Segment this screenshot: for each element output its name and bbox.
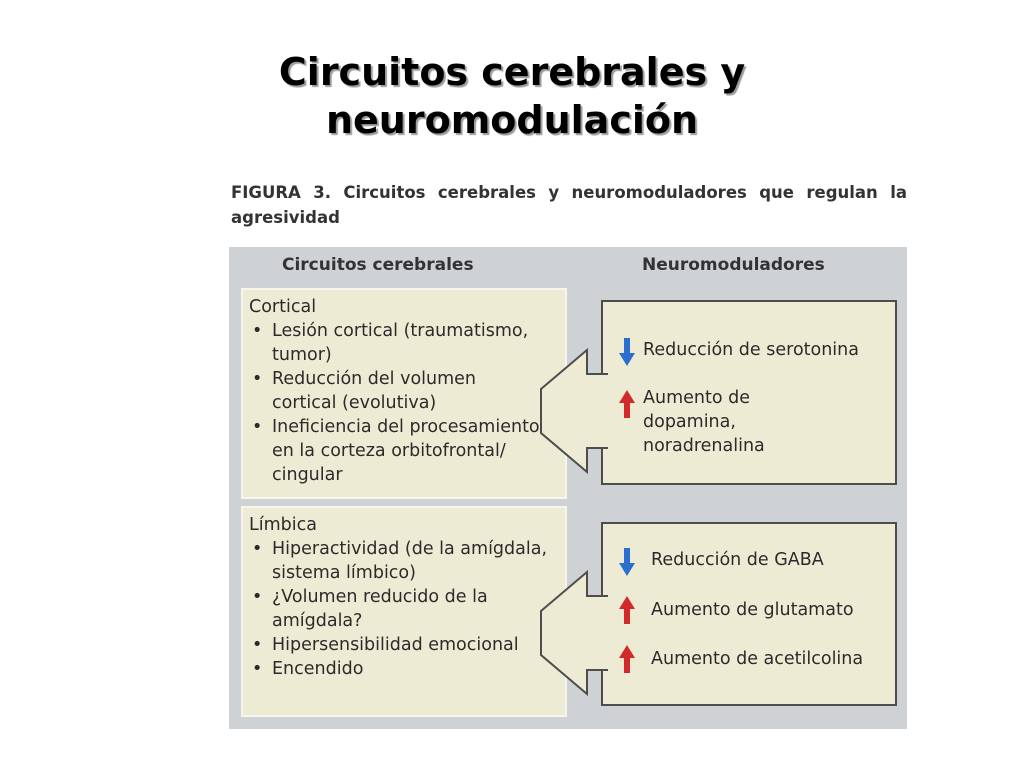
bullet-item: Lesión cortical (traumatismo, tumor) bbox=[249, 319, 542, 367]
arrow-down-icon bbox=[619, 338, 635, 366]
arrow-up-icon bbox=[619, 645, 635, 673]
bullet-item: Hiperactividad (de la amígdala, sistema … bbox=[249, 537, 572, 585]
arrow-up-icon bbox=[619, 596, 635, 624]
modulator-text: Aumento de dopamina, noradrenalina bbox=[643, 388, 765, 456]
modulator-text: Reducción de serotonina bbox=[643, 340, 859, 360]
modulator-text: Aumento de glutamato bbox=[651, 600, 854, 620]
circuit-box-limbic: Límbica Hiperactividad (de la amígdala, … bbox=[241, 506, 567, 717]
bullet-item: Encendido bbox=[249, 657, 572, 681]
circuit-bullets-limbic: Hiperactividad (de la amígdala, sistema … bbox=[249, 537, 572, 681]
bullet-item: Hipersensibilidad emocional bbox=[249, 633, 572, 657]
modulator-box-1: Reducción de serotonina Aumento de dopam… bbox=[601, 300, 897, 485]
modulator-text: Reducción de GABA bbox=[651, 550, 824, 570]
bullet-item: ¿Volumen reducido de la amígdala? bbox=[249, 585, 512, 633]
modulator-box-2: Reducción de GABA Aumento de glutamato A… bbox=[601, 522, 897, 706]
bullet-item: Ineficiencia del procesamiento en la cor… bbox=[249, 415, 562, 487]
header-modulators: Neuromoduladores bbox=[642, 255, 825, 275]
arrow-down-icon bbox=[619, 548, 635, 576]
slide-title-line-2: neuromodulación bbox=[325, 98, 699, 142]
connector-arrow-1 bbox=[540, 347, 609, 475]
circuit-box-cortical: Cortical Lesión cortical (traumatismo, t… bbox=[241, 288, 567, 499]
slide-title: Circuitos cerebrales y neuromodulación bbox=[0, 48, 1024, 144]
figure-panel: Circuitos cerebrales Neuromoduladores Co… bbox=[229, 247, 907, 729]
bullet-item: Reducción del volumen cortical (evolutiv… bbox=[249, 367, 522, 415]
modulator-text: Aumento de acetilcolina bbox=[651, 649, 864, 669]
circuit-bullets-cortical: Lesión cortical (traumatismo, tumor) Red… bbox=[249, 319, 562, 487]
connector-arrow-2 bbox=[540, 569, 609, 697]
circuit-title-limbic: Límbica bbox=[249, 515, 317, 535]
figure-caption: FIGURA 3. Circuitos cerebrales y neuromo… bbox=[231, 183, 907, 227]
header-circuits: Circuitos cerebrales bbox=[282, 255, 474, 275]
slide-title-line-1: Circuitos cerebrales y bbox=[278, 50, 746, 94]
circuit-title-cortical: Cortical bbox=[249, 297, 317, 317]
arrow-up-icon bbox=[619, 390, 635, 418]
